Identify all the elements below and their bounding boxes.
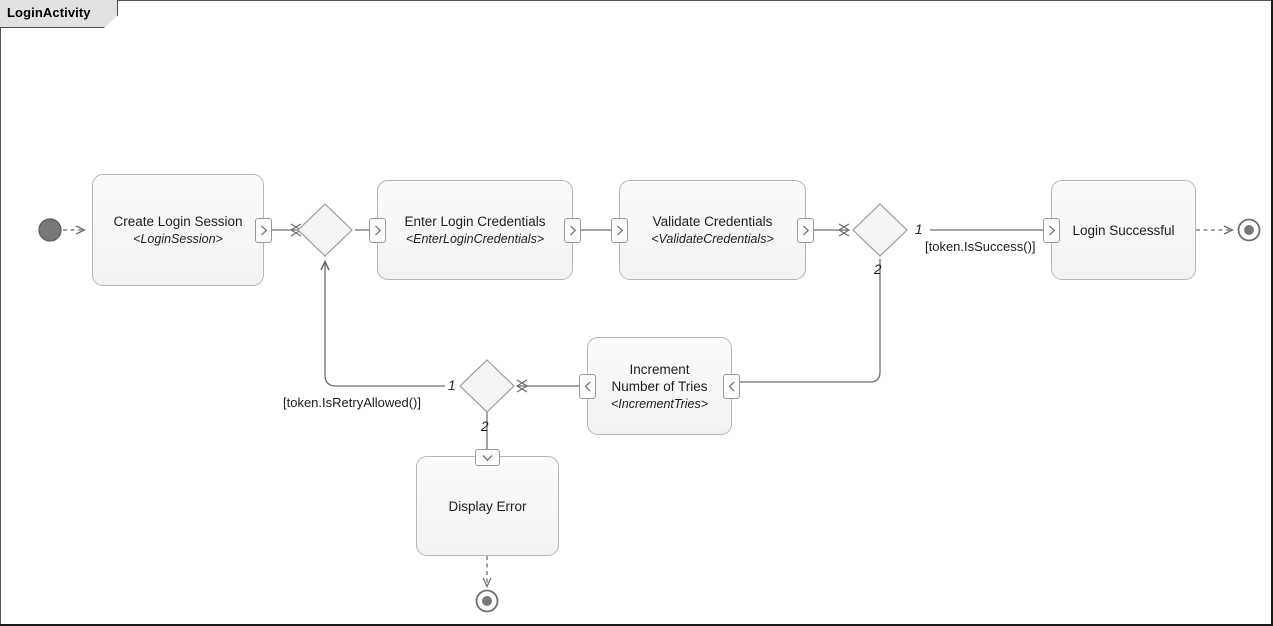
input-pin-login-successful[interactable] [1043, 218, 1060, 243]
guard-label-is-success: [token.IsSuccess()] [925, 239, 1036, 254]
final-node-error-dot [482, 596, 492, 606]
output-pin-validate-credentials[interactable] [797, 218, 814, 243]
input-pin-enter-login-credentials[interactable] [369, 218, 386, 243]
branch-label-retry-1: 1 [448, 378, 456, 393]
output-pin-create-login-session[interactable] [255, 218, 272, 243]
initial-node-shape [38, 218, 62, 242]
activity-create-login-session[interactable]: Create Login Session <LoginSession> [92, 174, 264, 286]
decision-node-success-shape [852, 203, 908, 257]
activity-enter-login-credentials[interactable]: Enter Login Credentials <EnterLoginCrede… [377, 180, 573, 280]
decision-node-retry-shape [459, 359, 515, 413]
input-pin-validate-credentials[interactable] [611, 218, 628, 243]
activity-title: Display Error [448, 498, 527, 514]
activity-title: Validate Credentials [652, 214, 773, 229]
activity-increment-number-of-tries[interactable]: Increment Number of Tries <IncrementTrie… [587, 337, 732, 435]
merge-node-shape [297, 203, 353, 257]
edge-retry-branch1-to-merge [320, 259, 445, 387]
diagram-title-label: LoginActivity [7, 5, 91, 20]
edge-decision-branch2-to-increment [740, 259, 881, 383]
activity-stereotype: <ValidateCredentials> [651, 232, 774, 246]
activity-login-successful[interactable]: Login Successful [1051, 180, 1196, 280]
branch-label-retry-2: 2 [481, 419, 489, 434]
output-pin-enter-login-credentials[interactable] [564, 218, 581, 243]
activity-title: Increment Number of Tries [611, 361, 708, 394]
diagram-title-tab[interactable] [0, 0, 118, 28]
activity-stereotype: <EnterLoginCredentials> [405, 232, 545, 246]
final-node-success-dot [1244, 225, 1254, 235]
activity-title: Create Login Session [113, 214, 243, 229]
output-pin-increment-number-of-tries[interactable] [579, 374, 596, 399]
activity-validate-credentials[interactable]: Validate Credentials <ValidateCredential… [619, 180, 806, 280]
branch-label-success-1: 1 [915, 222, 923, 237]
activity-title: Enter Login Credentials [404, 214, 546, 229]
activity-title: Login Successful [1072, 222, 1175, 238]
activity-display-error[interactable]: Display Error [416, 456, 559, 556]
branch-label-success-2: 2 [874, 262, 882, 277]
input-pin-increment-number-of-tries[interactable] [723, 374, 740, 399]
activity-stereotype: <IncrementTries> [610, 396, 709, 411]
guard-label-is-retry-allowed: [token.IsRetryAllowed()] [283, 395, 421, 410]
activity-stereotype: <LoginSession> [133, 232, 223, 246]
input-pin-display-error[interactable] [475, 449, 500, 466]
